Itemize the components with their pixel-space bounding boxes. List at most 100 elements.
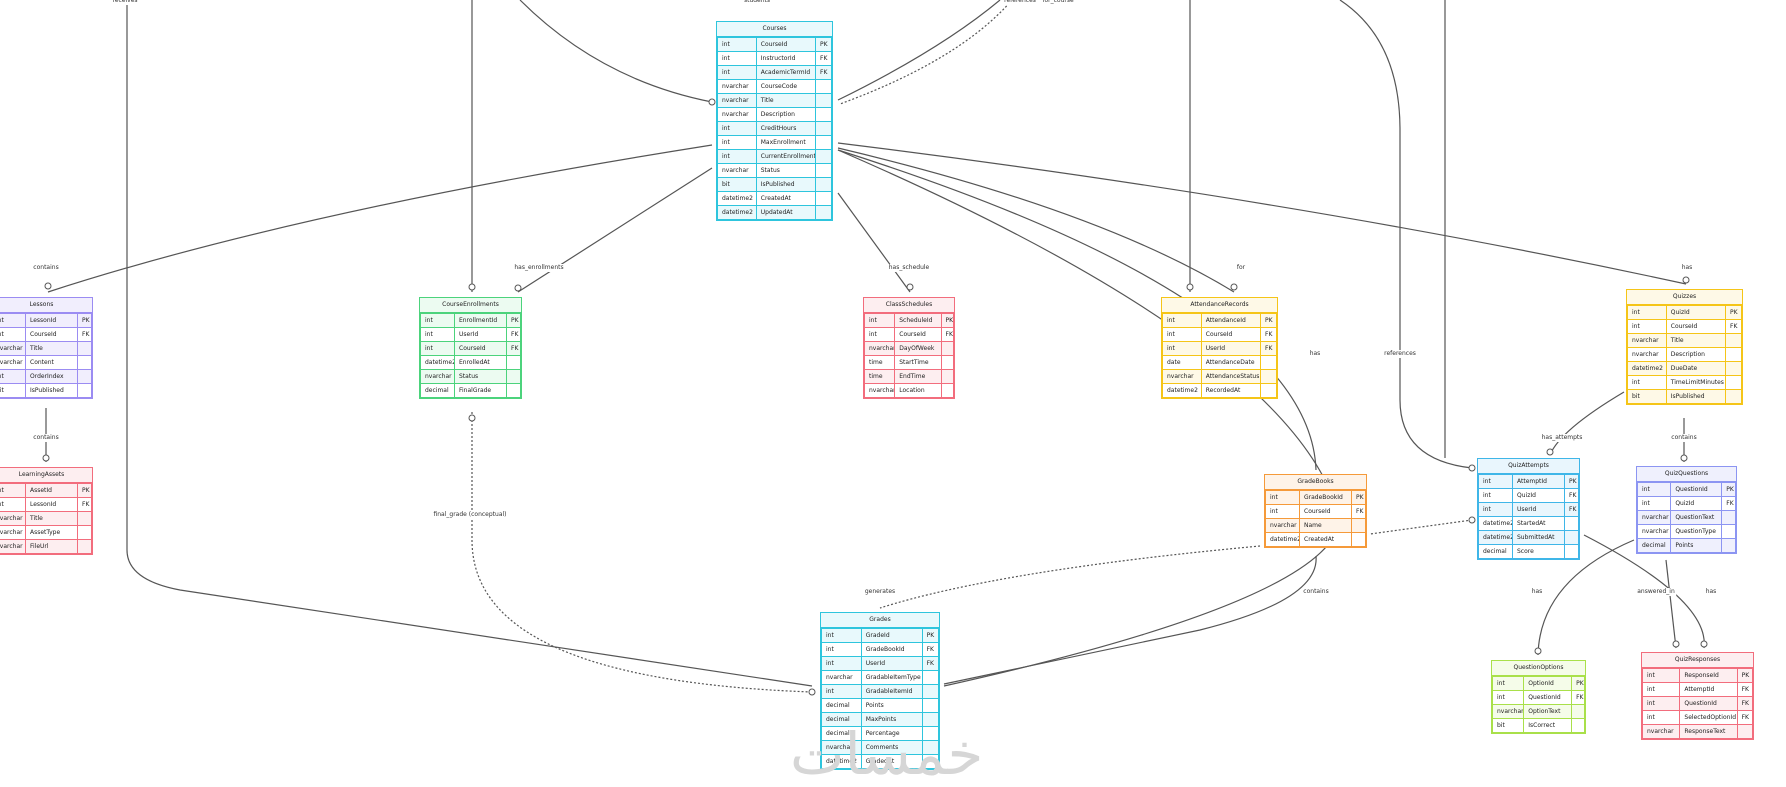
field-type: bit: [1491, 718, 1525, 733]
field-name: AssetType: [25, 525, 78, 540]
edge-course-schedules: [837, 192, 911, 293]
field-key: PK: [1571, 676, 1585, 691]
field-type: int: [420, 313, 455, 328]
field-key: PK: [940, 313, 955, 328]
field-key: FK: [1721, 496, 1736, 511]
entity-fields: intAssetIdPKintLessonIdFKnvarcharTitlenv…: [0, 483, 92, 554]
field-name: UpdatedAt: [755, 205, 817, 220]
field-key: FK: [921, 656, 940, 671]
field-name: GradableItemId: [860, 684, 923, 699]
field-key: PK: [815, 37, 832, 52]
field-type: int: [863, 313, 896, 328]
field-name: EnrolledAt: [454, 355, 507, 370]
field-key: [815, 79, 832, 94]
field-name: QuestionId: [1523, 690, 1573, 705]
field-name: CurrentEnrollment: [755, 149, 817, 164]
field-type: int: [717, 149, 757, 164]
field-type: bit: [717, 177, 757, 192]
field-row: intAssetIdPK: [0, 483, 92, 498]
relationship-label: has_enrollments: [513, 264, 565, 272]
edge-quiz-attempts: [1549, 391, 1625, 456]
field-name: CourseId: [454, 341, 507, 356]
field-type: decimal: [420, 383, 455, 398]
entity-learningassets[interactable]: LearningAssetsintAssetIdPKintLessonIdFKn…: [0, 467, 93, 555]
field-key: [921, 670, 940, 685]
field-type: int: [0, 483, 26, 498]
field-key: FK: [1564, 502, 1579, 517]
field-type: nvarchar: [1491, 704, 1525, 719]
field-name: UserId: [860, 656, 923, 671]
entity-title: QuizResponses: [1642, 653, 1753, 668]
field-key: [77, 341, 92, 356]
field-name: UserId: [1512, 502, 1565, 517]
field-name: LessonId: [25, 313, 78, 328]
field-name: GradedAt: [860, 754, 923, 769]
field-key: PK: [506, 313, 521, 328]
field-name: AttendanceDate: [1200, 355, 1262, 370]
field-type: nvarchar: [0, 511, 26, 526]
relationship-label: references: [1383, 350, 1417, 358]
field-type: datetime2: [717, 191, 757, 206]
field-type: int: [1636, 496, 1672, 511]
relationship-label: has: [1530, 588, 1544, 596]
field-type: decimal: [1636, 538, 1672, 553]
watermark-logo: خمسات: [790, 720, 984, 787]
field-type: time: [863, 355, 896, 370]
field-key: [921, 726, 940, 741]
field-name: DueDate: [1665, 361, 1727, 376]
field-name: Title: [25, 511, 78, 526]
field-type: int: [420, 327, 455, 342]
field-type: nvarchar: [1627, 333, 1667, 348]
field-type: int: [0, 497, 26, 512]
relationship-label: has_attempts: [1540, 434, 1584, 442]
relationship-label: for: [1235, 264, 1247, 272]
field-type: int: [1641, 668, 1681, 683]
field-key: PK: [1721, 482, 1736, 497]
entity-lessons[interactable]: LessonsintLessonIdPKintCourseIdFKnvarcha…: [0, 297, 93, 399]
field-name: GradeId: [860, 628, 923, 643]
field-type: bit: [1627, 389, 1667, 404]
field-key: [921, 754, 940, 769]
entity-title: AttendanceRecords: [1162, 298, 1277, 313]
field-name: Score: [1512, 544, 1565, 559]
field-key: FK: [815, 51, 832, 66]
field-key: FK: [1351, 504, 1366, 519]
field-name: CourseId: [894, 327, 942, 342]
field-name: UserId: [454, 327, 507, 342]
field-key: FK: [921, 642, 940, 657]
field-name: Status: [755, 163, 817, 178]
field-type: int: [1162, 327, 1202, 342]
field-name: InstructorId: [755, 51, 817, 66]
field-type: int: [1478, 474, 1513, 489]
